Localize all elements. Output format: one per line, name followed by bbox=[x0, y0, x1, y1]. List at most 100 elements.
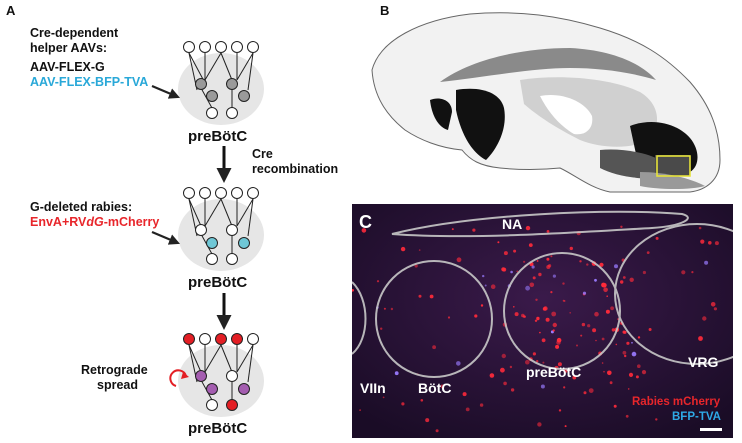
region-label-3: preBötC bbox=[188, 420, 248, 437]
mcherry-cell bbox=[607, 370, 612, 376]
mcherry-cell bbox=[525, 359, 530, 365]
bfp-cell bbox=[552, 274, 556, 278]
mcherry-cell bbox=[555, 344, 560, 349]
mcherry-cell bbox=[637, 336, 641, 339]
mcherry-cell bbox=[681, 270, 686, 275]
mcherry-cell bbox=[489, 373, 495, 378]
mcherry-cell bbox=[513, 249, 517, 253]
mcherry-cell bbox=[400, 246, 406, 252]
label-na: NA bbox=[502, 216, 523, 232]
mcherry-cell bbox=[580, 334, 583, 337]
mcherry-cell bbox=[576, 344, 578, 347]
mcherry-cell bbox=[620, 280, 624, 284]
mcherry-cell bbox=[609, 381, 613, 385]
panel-b-letter: B bbox=[380, 3, 390, 18]
mcherry-cell bbox=[648, 328, 652, 331]
mcherry-cell bbox=[529, 282, 535, 288]
mcherry-cell bbox=[642, 270, 646, 275]
label-viin: VIIn bbox=[360, 380, 386, 396]
mcherry-cell bbox=[532, 276, 536, 280]
mcherry-cell bbox=[605, 309, 610, 314]
mcherry-cell bbox=[543, 306, 548, 311]
mcherry-cell bbox=[414, 264, 418, 268]
bfp-cell bbox=[594, 278, 597, 282]
mcherry-cell bbox=[513, 306, 515, 308]
mcherry-cell bbox=[542, 361, 545, 364]
mcherry-cell bbox=[418, 294, 422, 298]
mcherry-cell bbox=[626, 341, 630, 345]
mcherry-cell bbox=[465, 407, 470, 412]
mcherry-cell bbox=[500, 367, 505, 373]
mcherry-cell bbox=[383, 307, 386, 310]
region-highlight-box bbox=[656, 155, 691, 177]
mcherry-cell bbox=[611, 328, 616, 332]
bfp-cell bbox=[631, 341, 633, 344]
mcherry-cell bbox=[641, 370, 647, 375]
mcherry-cell bbox=[627, 388, 630, 390]
mcherry-cell bbox=[556, 337, 562, 343]
mcherry-cell bbox=[510, 388, 515, 392]
retrograde-curved-arrow-icon bbox=[169, 369, 187, 387]
mcherry-cell bbox=[708, 241, 712, 245]
mcherry-cell bbox=[702, 316, 707, 321]
mcherry-cell bbox=[521, 313, 525, 318]
mcherry-cell bbox=[382, 396, 385, 399]
bfp-cell bbox=[525, 285, 530, 291]
mcherry-cell bbox=[569, 246, 573, 251]
rabies-title: G-deleted rabies: bbox=[30, 200, 133, 214]
mcherry-cell bbox=[490, 284, 496, 289]
mcherry-cell bbox=[536, 360, 539, 363]
mcherry-cell bbox=[624, 354, 627, 358]
mcherry-cell bbox=[579, 260, 582, 263]
mcherry-cell bbox=[586, 263, 589, 266]
mcherry-cell bbox=[472, 228, 476, 232]
mcherry-cell bbox=[380, 327, 383, 330]
mcherry-cell bbox=[546, 230, 550, 233]
mcherry-cell bbox=[532, 352, 536, 356]
cre-step-line-1: Cre bbox=[252, 147, 273, 161]
mcherry-cell bbox=[615, 343, 618, 346]
mcherry-cell bbox=[420, 399, 424, 402]
mcherry-cell bbox=[536, 316, 540, 321]
mcherry-cell bbox=[429, 294, 434, 299]
mcherry-cell bbox=[629, 277, 634, 282]
mcherry-cell bbox=[622, 350, 627, 355]
mcherry-cell bbox=[516, 270, 519, 273]
label-vrg: VRG bbox=[688, 354, 719, 370]
mcherry-cell bbox=[603, 287, 608, 293]
microscopy-image: C NA VIIn BötC preBötC VRG Rabies mCherr… bbox=[351, 204, 742, 438]
mcherry-cell bbox=[562, 299, 565, 302]
bfp-cell bbox=[540, 384, 545, 389]
circuit-diagram-2 bbox=[151, 187, 264, 271]
mcherry-cell bbox=[351, 289, 354, 292]
mcherry-cell bbox=[418, 249, 421, 251]
mcherry-cell bbox=[552, 329, 555, 332]
helper-virus-g: AAV-FLEX-G bbox=[30, 60, 105, 74]
mcherry-cell bbox=[601, 337, 605, 341]
bfp-cell bbox=[704, 260, 709, 265]
label-prebotc: preBötC bbox=[526, 364, 582, 380]
mcherry-cell bbox=[462, 392, 467, 397]
rabies-virus: EnvA+RVdG-mCherry bbox=[30, 215, 160, 229]
bfp-cell bbox=[394, 371, 399, 376]
mcherry-cell bbox=[581, 322, 586, 327]
mcherry-cell bbox=[610, 306, 614, 311]
panel-c-letter: C bbox=[359, 212, 372, 232]
mcherry-cell bbox=[545, 317, 550, 322]
bfp-cell bbox=[531, 265, 535, 269]
mcherry-cell bbox=[587, 324, 591, 328]
mcherry-cell bbox=[698, 226, 702, 230]
mcherry-cell bbox=[497, 241, 500, 244]
mcherry-cell bbox=[595, 339, 597, 342]
mcherry-cell bbox=[563, 386, 566, 389]
mcherry-cell bbox=[479, 403, 484, 407]
mcherry-cell bbox=[514, 312, 519, 317]
mcherry-cell bbox=[572, 375, 577, 380]
mcherry-cell bbox=[451, 228, 454, 231]
mcherry-cell bbox=[564, 425, 567, 428]
mcherry-cell bbox=[361, 228, 367, 233]
mcherry-cell bbox=[523, 260, 526, 263]
mcherry-cell bbox=[480, 304, 484, 307]
bfp-cell bbox=[482, 274, 485, 278]
